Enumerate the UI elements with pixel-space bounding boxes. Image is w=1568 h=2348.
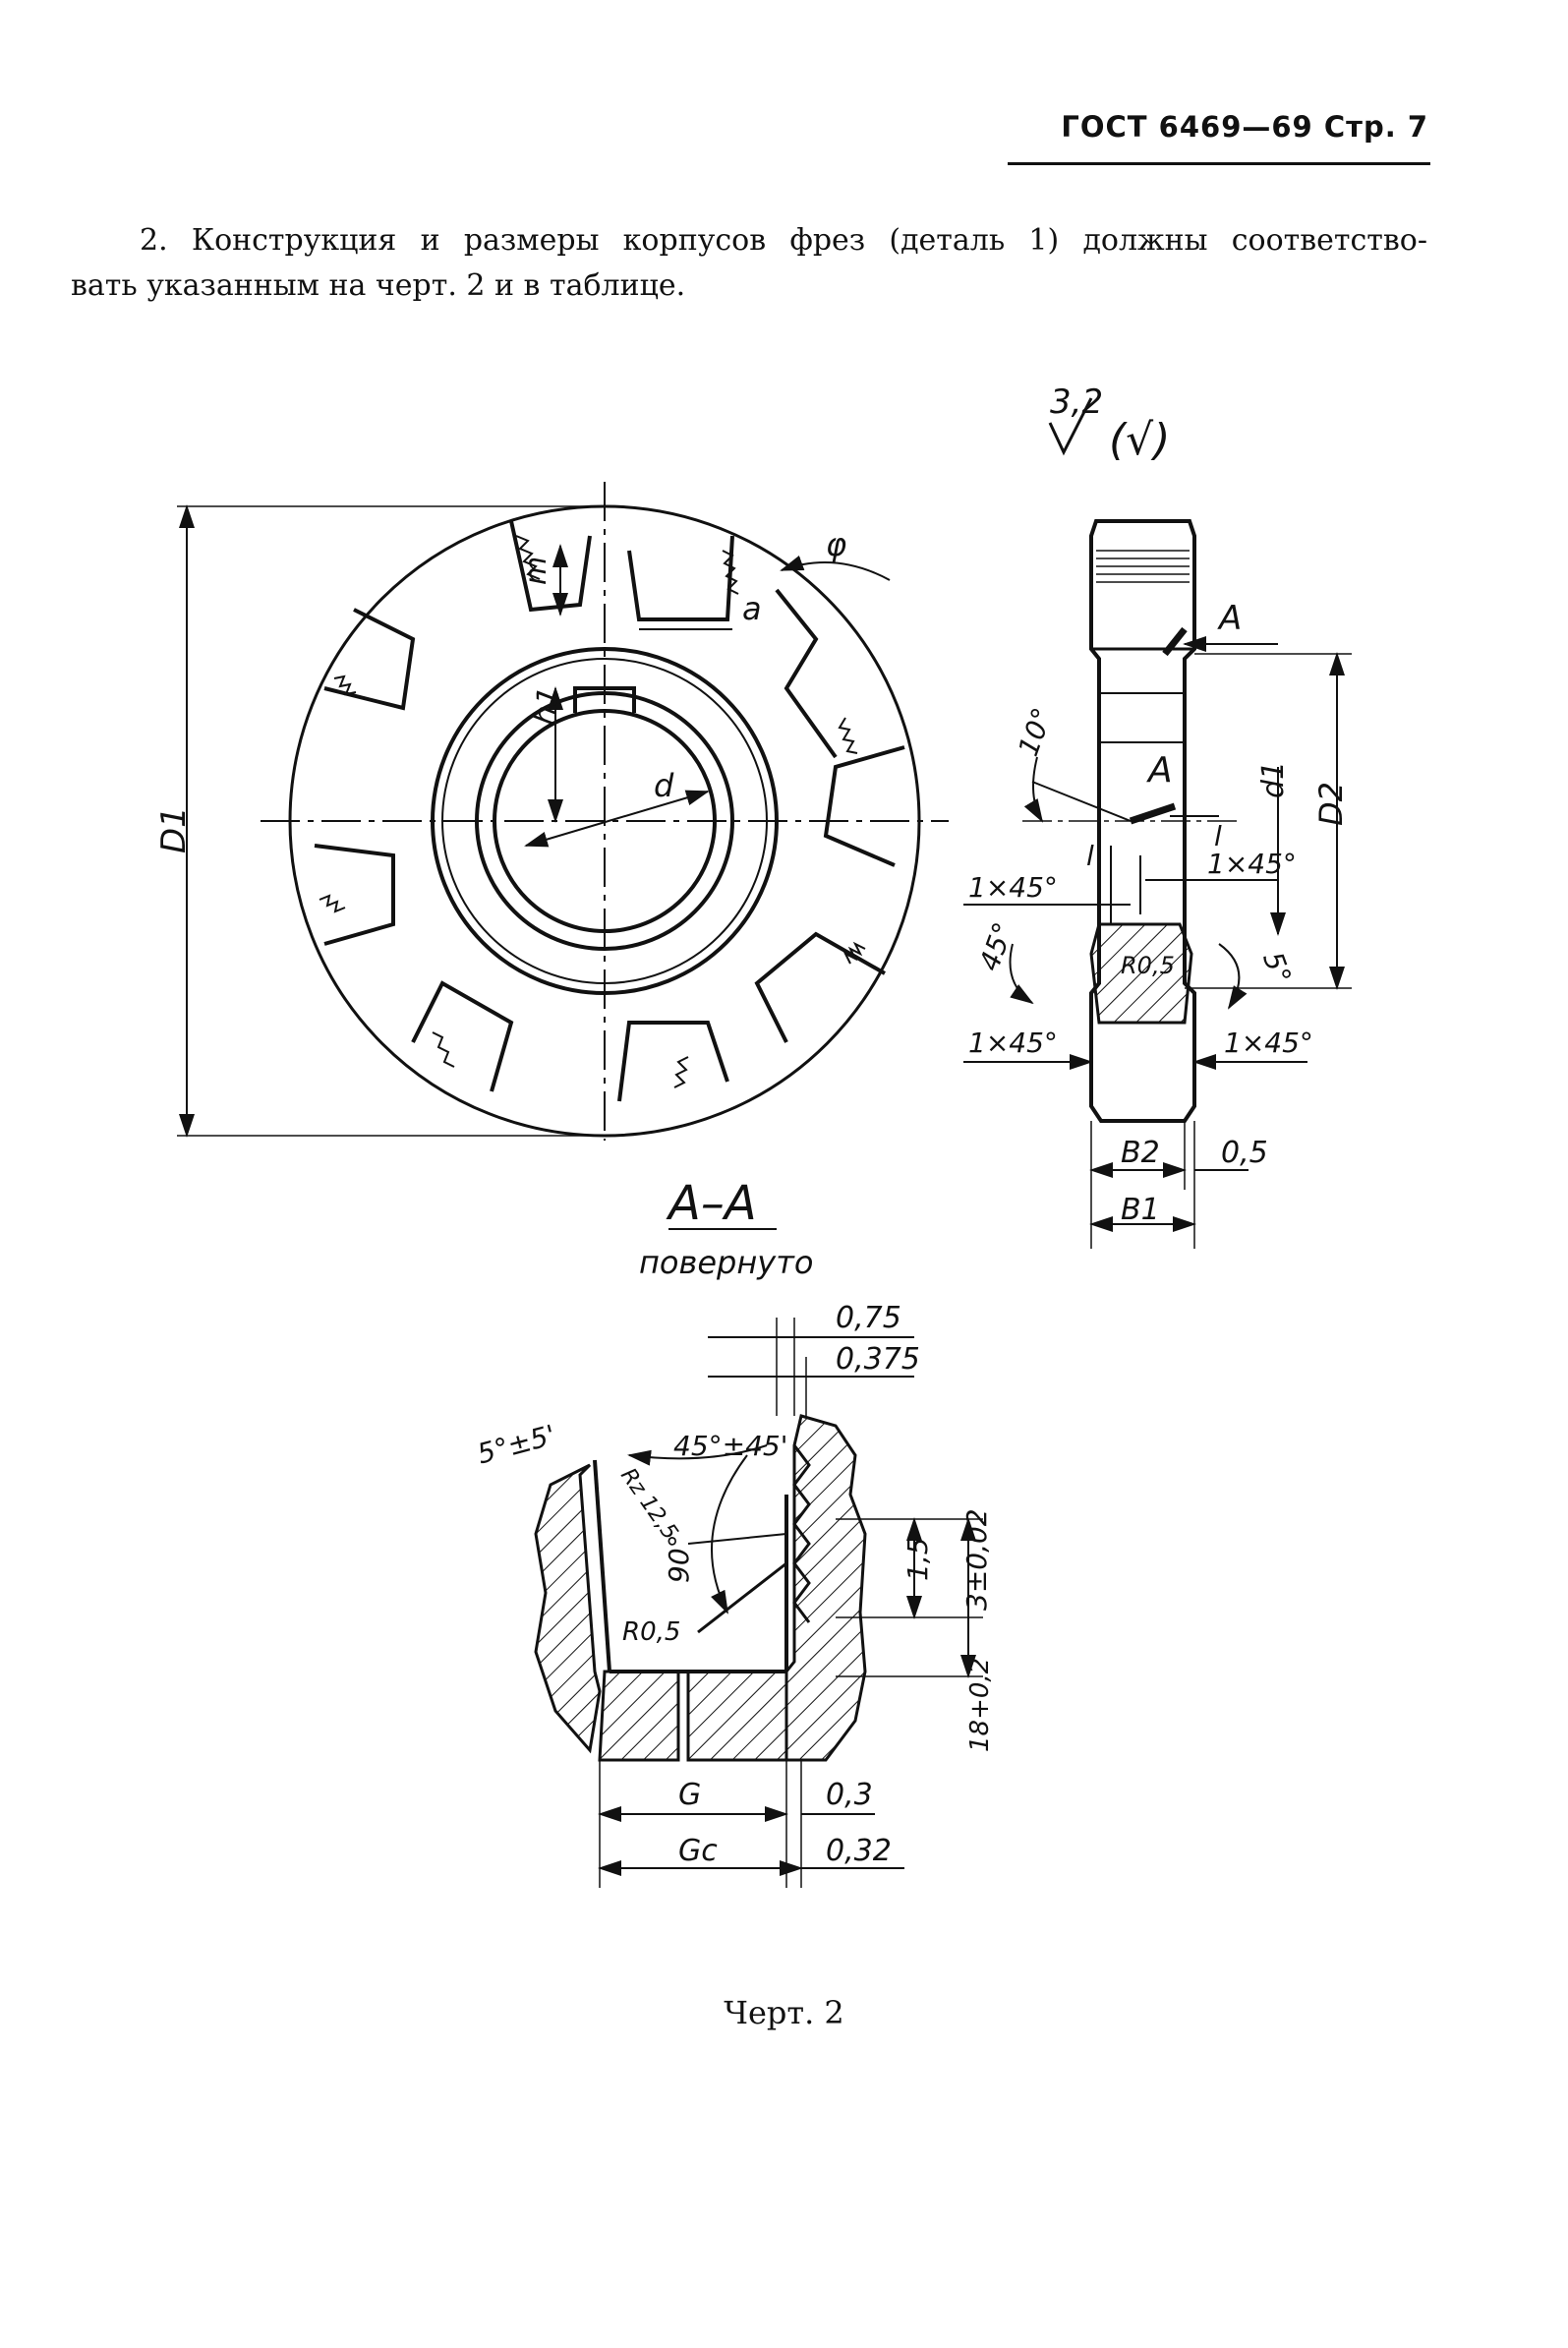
label-B1: B1 [1121, 1193, 1160, 1227]
label-angle-10: 10° [1012, 703, 1059, 760]
label-a: a [742, 590, 762, 627]
label-r05: R0,5 [622, 1617, 680, 1647]
label-phi: φ [826, 526, 846, 563]
roughness-other: (√) [1109, 415, 1170, 465]
label-angle-5: 5° [1256, 948, 1298, 988]
front-view-labels: D1 m a φ h1 d [154, 526, 846, 853]
label-chamfer-lower-right: 1×45° [1224, 1027, 1313, 1059]
label-angle-45-tol: 45°±45' [673, 1430, 787, 1462]
label-0-375: 0,375 [836, 1342, 920, 1377]
label-B2: B2 [1121, 1136, 1160, 1170]
label-m: m [519, 557, 553, 585]
label-chamfer-upper-left: 1×45° [968, 871, 1058, 904]
label-0-75: 0,75 [836, 1301, 901, 1335]
header-rule [1008, 162, 1430, 165]
label-l-left: l [1086, 840, 1094, 872]
paragraph-line-1: 2. Конструкция и размеры корпусов фрез (… [140, 223, 1427, 258]
label-rz: Rz 12,5 [615, 1464, 682, 1545]
section-mark-upper: A [1217, 599, 1242, 638]
section-title: A–A [666, 1176, 757, 1231]
label-angle-45: 45° [973, 918, 1020, 975]
label-D2: D2 [1312, 782, 1350, 826]
section-view [534, 1228, 983, 1888]
standard-number: ГОСТ 6469—69 [1061, 110, 1313, 144]
label-3-tol: 3±0,02 [960, 1508, 993, 1611]
paragraph-line-2: вать указанным на черт. 2 и в таблице. [71, 268, 686, 303]
label-d1: d1 [1256, 761, 1291, 798]
side-view [963, 519, 1352, 1249]
label-chamfer-upper-right: 1×45° [1207, 848, 1297, 880]
label-angle-90: 90° [663, 1534, 695, 1583]
label-angle-5-tol: 5°±5' [474, 1419, 559, 1471]
roughness-value: 3,2 [1050, 382, 1103, 422]
label-G: G [678, 1778, 701, 1812]
front-view [177, 482, 949, 1141]
page-number: Стр. 7 [1323, 110, 1428, 144]
side-view-labels: A A 10° d1 D2 l l 1×45° 1×45° 45° R0,5 5… [968, 599, 1350, 1227]
body-paragraph: 2. Конструкция и размеры корпусов фрез (… [71, 218, 1427, 309]
label-l-right: l [1214, 820, 1222, 852]
label-18-tol: 18+0,2 [965, 1658, 995, 1752]
label-0-5: 0,5 [1221, 1136, 1268, 1170]
label-R05: R0,5 [1121, 952, 1175, 979]
label-D1: D1 [154, 806, 194, 853]
roughness-symbol: 3,2 (√) [1048, 382, 1170, 465]
label-1-5: 1,5 [901, 1537, 934, 1581]
page-header: ГОСТ 6469—69 Стр. 7 [1061, 110, 1428, 144]
label-chamfer-lower-left: 1×45° [968, 1027, 1058, 1059]
label-d: d [654, 767, 674, 804]
label-h1: h1 [527, 684, 567, 728]
section-mark-middle: A [1146, 750, 1173, 791]
label-Gc: Gc [678, 1834, 718, 1868]
label-0-3: 0,3 [826, 1778, 873, 1812]
label-0-32: 0,32 [826, 1834, 892, 1868]
section-subtitle: повернуто [639, 1244, 813, 1281]
figure-caption: Черт. 2 [724, 1994, 844, 2031]
